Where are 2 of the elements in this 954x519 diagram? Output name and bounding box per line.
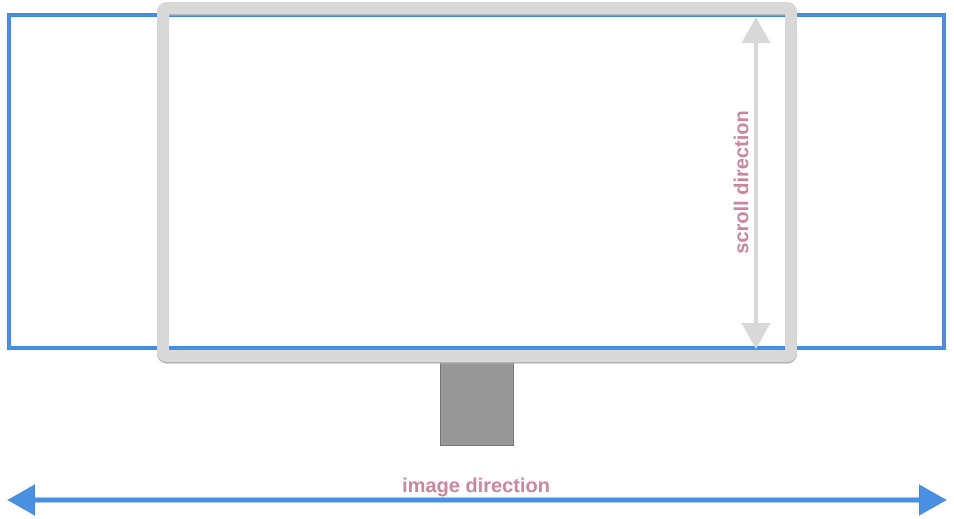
direction-label: scroll direction (734, 112, 748, 253)
direction-label: image direction (404, 478, 549, 496)
